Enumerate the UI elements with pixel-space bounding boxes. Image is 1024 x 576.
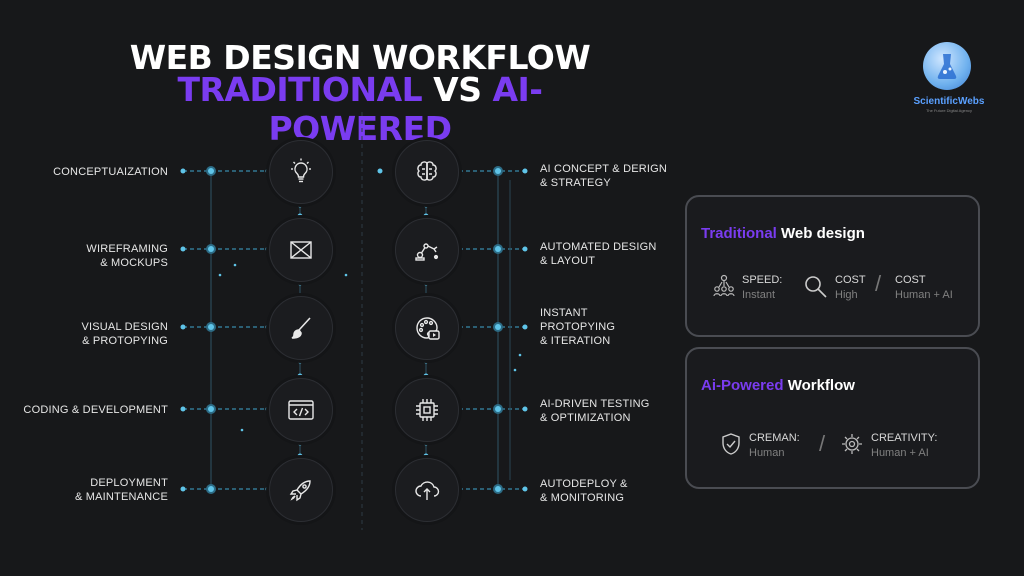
- rocket-icon: [269, 458, 333, 522]
- ai-step-1-label: AI CONCEPT & DERIGN & STRATEGY: [540, 163, 668, 189]
- trad-metric-1-top: SPEED:: [742, 274, 783, 286]
- trad-step-5-label: DEPLOYMENT & MAINTENANCE: [8, 476, 168, 504]
- ai-card-title-accent: Ai-Powered: [701, 377, 784, 394]
- shield-check-icon: [722, 433, 740, 455]
- ai-metric-2: CREATIVITY: Human + AI: [871, 431, 937, 461]
- trad-metric-2: COST High: [835, 273, 866, 303]
- trad-step-2-line1: WIREFRAMING & MOCKUPS: [86, 243, 168, 269]
- ai-powered-card: Ai-Powered Workflow CREMAN: Human / CREA…: [685, 347, 980, 489]
- trad-metric-3: COST Human + AI: [895, 273, 953, 303]
- trad-step-1-label: CONCEPTUAIZATION: [53, 166, 168, 178]
- ai-divider: /: [819, 431, 826, 456]
- trad-metric-1: SPEED: Instant: [742, 273, 782, 303]
- magnifier-icon: [805, 276, 827, 298]
- brand-name: ScientificWebs: [913, 96, 985, 107]
- trad-step-3-text: VISUAL DESIGN & PROTOPYING: [81, 321, 168, 347]
- ai-step-4-label: AI-DRIVEN TESTING & OPTIMIZATION: [540, 398, 650, 424]
- trad-metric-3-top: COST: [895, 274, 926, 286]
- trad-metric-3-bottom: Human + AI: [895, 289, 953, 301]
- page-title: WEB DESIGN WORKFLOW: [129, 38, 591, 77]
- paintbrush-icon: [269, 296, 333, 360]
- brand-logo: [923, 42, 971, 90]
- cloud-upload-icon: [395, 458, 459, 522]
- brain-icon: [395, 140, 459, 204]
- brand-tagline: The Future Digital Agency: [925, 108, 973, 113]
- lightbulb-icon: [269, 140, 333, 204]
- ai-metric-2-top: CREATIVITY:: [871, 432, 938, 444]
- trad-metric-2-bottom: High: [835, 289, 858, 301]
- traditional-card-title-rest: Web design: [781, 225, 865, 242]
- ai-metric-2-bottom: Human + AI: [871, 447, 929, 459]
- trad-step-3-label: VISUAL DESIGN & PROTOPYING: [8, 320, 168, 348]
- trad-step-5-text: DEPLOYMENT & MAINTENANCE: [74, 477, 168, 503]
- ai-card-title: Ai-Powered Workflow: [701, 377, 855, 394]
- trad-metric-1-bottom: Instant: [742, 289, 776, 301]
- slash-icon: /: [875, 271, 882, 296]
- chip-icon: [395, 378, 459, 442]
- ai-metric-1-bottom: Human: [749, 447, 785, 459]
- robot-arm-icon: [395, 218, 459, 282]
- title-traditional: TRADITIONAL: [177, 70, 423, 109]
- palette-play-icon: [395, 296, 459, 360]
- ai-card-title-rest: Workflow: [787, 377, 855, 394]
- trad-step-2-label: WIREFRAMING & MOCKUPS: [8, 242, 168, 270]
- ai-step-2-label: AUTOMATED DESIGN & LAYOUT: [540, 241, 657, 267]
- team-icon: [713, 274, 735, 297]
- traditional-card-title-accent: Traditional: [701, 225, 777, 242]
- traditional-card: Traditional Web design SPEED: Instant CO…: [685, 195, 980, 337]
- ai-step-3-label: INSTANT PROTOPYING & ITERATION: [540, 307, 616, 347]
- trad-step-4-label: CODING & DEVELOPMENT: [23, 404, 168, 416]
- gear-brain-icon: [842, 434, 862, 454]
- ai-step-5-label: AUTODEPLOY & & MONITORING: [540, 478, 628, 504]
- code-icon: [269, 378, 333, 442]
- trad-metric-2-top: COST: [835, 274, 866, 286]
- traditional-card-title: Traditional Web design: [701, 225, 865, 242]
- title-vs: VS: [433, 70, 482, 109]
- ai-metric-1-top: CREMAN:: [749, 432, 800, 444]
- ai-metric-1: CREMAN: Human: [749, 431, 800, 461]
- wireframe-icon: [269, 218, 333, 282]
